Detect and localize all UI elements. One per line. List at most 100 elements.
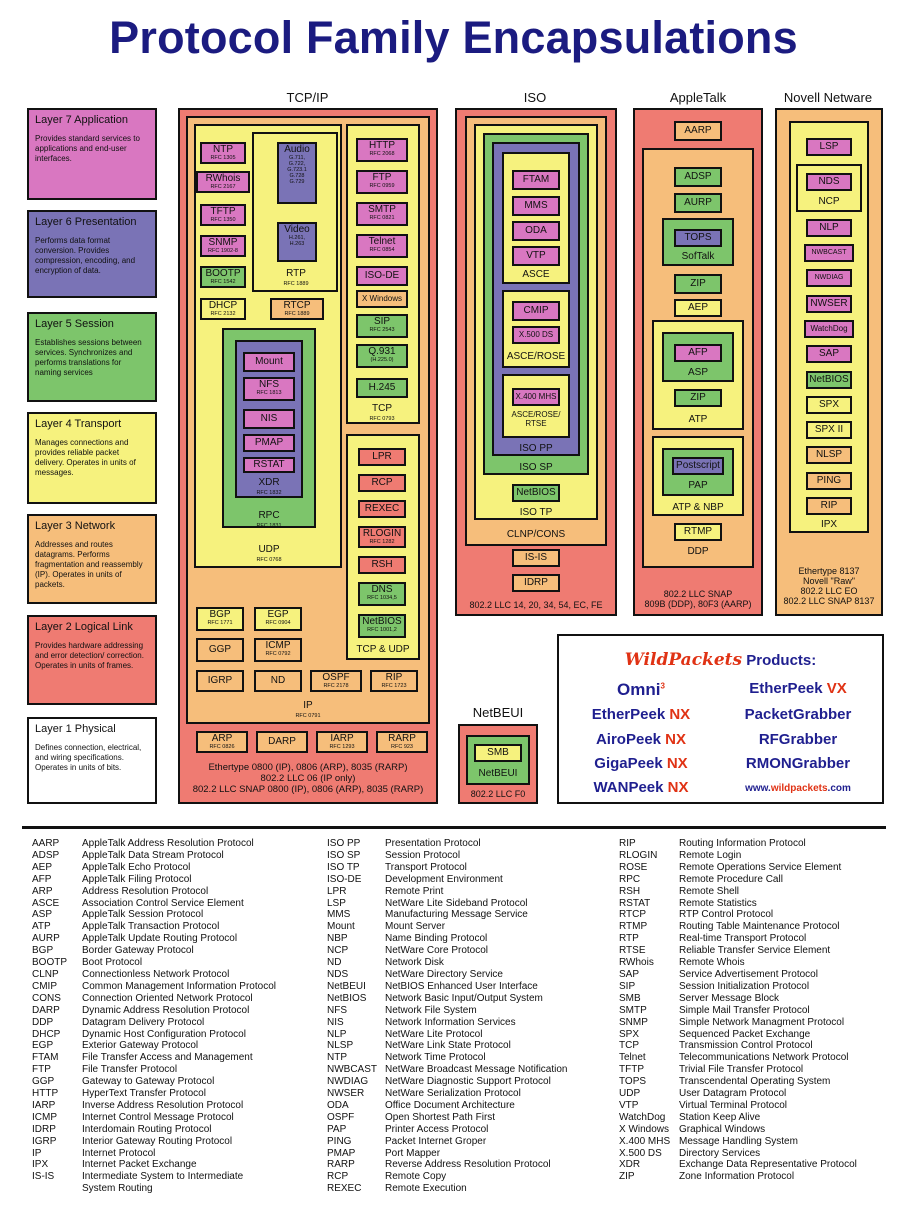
http-label: HTTP [368,140,396,151]
product-wanpeek-nx: WANPeek NX [571,779,711,796]
glossary-definition: Open Shortest Path First [385,1111,496,1123]
glossary-definition: Development Environment [385,873,503,885]
glossary-row: X Windows Graphical Windows [619,1124,899,1136]
glossary-abbrev: IS-IS [32,1171,55,1183]
bgp-rfc: RFC 1771 [207,620,233,626]
icmp-label: ICMP [265,640,291,651]
rlogin-label: RLOGIN [362,528,402,539]
asp-label: ASP [687,367,708,378]
nwbcast-label: NWBCAST [811,249,847,256]
bootp-rfc: RFC 1542 [210,279,236,285]
zip-at2-label: ZIP [690,392,706,403]
tops-label: TOPS [684,232,712,243]
pmap-label: PMAP [254,437,284,448]
postscript-box: Postscript [672,457,724,475]
rtcp-label: RTCP [283,300,311,311]
glossary-abbrev: FTP [32,1064,51,1076]
rpc-rfc: RFC 1831 [256,523,282,529]
dns-label: DNS [371,584,393,595]
watchdog-box: WatchDog [804,320,854,338]
telnet-label: Telnet [368,236,396,247]
aurp-box: AURP [674,193,722,213]
glossary-definition: Name Binding Protocol [385,933,488,945]
glossary-abbrev: IGRP [32,1135,57,1147]
product-rfgrabber-name: RFGrabber [758,731,838,748]
nfs-rfc: RFC 1813 [256,390,282,396]
glossary-definition: Presentation Protocol [385,838,481,849]
glossary-abbrev: AFP [32,873,52,885]
netware-link-footer: Ethertype 8137 Novell "Raw" 802.2 LLC EO… [783,566,875,606]
arp-rfc: RFC 0826 [209,744,235,750]
glossary-abbrev: X Windows [619,1123,670,1135]
video-codecs: H.261, H.263 [288,235,306,248]
glossary-abbrev: ISO-DE [327,873,362,885]
glossary-definition: AppleTalk Transaction Protocol [82,921,220,933]
glossary-abbrev: RTP [619,933,639,945]
product-omni-sup: 3 [660,681,665,691]
video-label: Video [284,224,310,235]
audio-label: Audio [284,144,310,155]
ddp-label: DDP [687,546,709,557]
products-url-mid: wildpackets [770,783,828,794]
nwser-box: NWSER [806,295,852,313]
glossary-definition: Graphical Windows [679,1123,766,1135]
ntp-rfc: RFC 1305 [210,155,236,161]
product-rmongrabber: RMONGrabber [723,755,873,772]
rtmp-box: RTMP [674,523,722,541]
glossary-definition: Manufacturing Message Service [385,909,528,921]
ftam-label: FTAM [522,174,550,185]
glossary-abbrev: ODA [327,1099,349,1111]
glossary-abbrev: XDR [619,1159,641,1171]
xdr-name: XDR [258,477,280,488]
product-etherpeek-nx-name: EtherPeek [591,706,666,723]
glossary-definition: Dynamic Host Configuration Protocol [82,1028,246,1040]
rstat-box: RSTAT [243,457,295,473]
cmip-label: CMIP [523,305,549,316]
atp-label: ATP [688,414,708,425]
rcp-box: RCP [358,474,406,492]
http-rfc: RFC 2068 [369,151,395,157]
product-airopeek-nx-name: AiroPeek [595,731,662,748]
glossary-definition: Inverse Address Resolution Protocol [82,1099,244,1111]
glossary-abbrev: ND [327,957,342,969]
rexec-box: REXEC [358,500,406,518]
rip-tcp-rfc: RFC 1723 [381,683,407,689]
zip-at2-box: ZIP [674,389,722,407]
oda-box: ODA [512,221,560,241]
glossary-definition: Packet Internet Groper [385,1135,487,1147]
products-url-link[interactable]: www.wildpackets.com [723,783,873,794]
igrp-box: IGRP [196,670,244,692]
glossary-definition: Remote Copy [385,1171,447,1183]
glossary-definition: User Datagram Protocol [679,1088,787,1100]
glossary-definition: Transmission Control Protocol [679,1040,813,1052]
ospf-rfc: RFC 2178 [323,683,349,689]
glossary-abbrev: CLNP [32,968,59,980]
netbios-tcp-rfc: RFC 1001,2 [367,627,397,633]
softalk-label: SofTalk [681,251,715,262]
glossary-definition: Interior Gateway Routing Protocol [82,1135,233,1147]
cmip-box: CMIP [512,301,560,321]
glossary-definition: HyperText Transfer Protocol [82,1088,206,1100]
glossary-abbrev: PMAP [327,1147,356,1159]
